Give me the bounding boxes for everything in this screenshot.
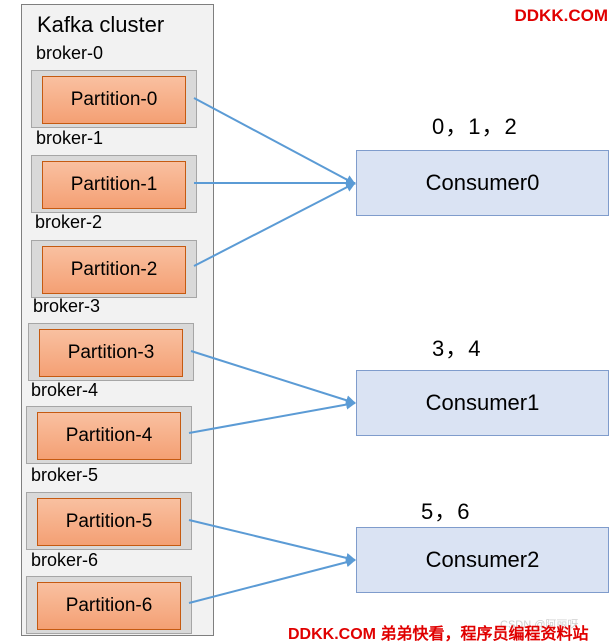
arrow-partition-3-consumer1 bbox=[190, 350, 356, 406]
arrow-partition-5-consumer2 bbox=[188, 519, 356, 563]
partition-3: Partition-3 bbox=[39, 329, 183, 377]
partition-4: Partition-4 bbox=[37, 412, 181, 460]
arrow-partition-6-consumer2 bbox=[188, 557, 356, 604]
cluster-title: Kafka cluster bbox=[37, 12, 165, 37]
broker-label-2: broker-2 bbox=[35, 212, 103, 232]
consumer0-partitions-label: 0，1，2 bbox=[432, 114, 518, 139]
partition-2: Partition-2 bbox=[42, 246, 186, 294]
partition-1: Partition-1 bbox=[42, 161, 186, 209]
partition-6: Partition-6 bbox=[37, 582, 181, 630]
broker-6: Partition-6 bbox=[26, 576, 192, 634]
broker-label-0: broker-0 bbox=[36, 43, 104, 63]
broker-5: Partition-5 bbox=[26, 492, 192, 550]
broker-label-5: broker-5 bbox=[31, 465, 99, 485]
partition-0: Partition-0 bbox=[42, 76, 186, 124]
partition-5: Partition-5 bbox=[37, 498, 181, 546]
consumer0: Consumer0 bbox=[356, 150, 609, 216]
broker-label-6: broker-6 bbox=[31, 550, 99, 570]
arrow-partition-2-consumer0 bbox=[193, 182, 356, 267]
broker-label-4: broker-4 bbox=[31, 380, 99, 400]
broker-label-3: broker-3 bbox=[33, 296, 101, 316]
broker-label-1: broker-1 bbox=[36, 128, 104, 148]
consumer2: Consumer2 bbox=[356, 527, 609, 593]
broker-3: Partition-3 bbox=[28, 323, 194, 381]
consumer1-partitions-label: 3，4 bbox=[432, 336, 482, 361]
broker-2: Partition-2 bbox=[31, 240, 197, 298]
arrow-partition-0-consumer0 bbox=[193, 97, 356, 185]
watermark-bottom: DDKK.COM 弟弟快看，程序员编程资料站 bbox=[288, 626, 589, 643]
broker-1: Partition-1 bbox=[31, 155, 197, 213]
csdn-watermark: CSDN @阿丽呀 bbox=[500, 619, 579, 631]
arrow-partition-4-consumer1 bbox=[188, 399, 356, 434]
consumer1: Consumer1 bbox=[356, 370, 609, 436]
watermark-top: DDKK.COM bbox=[514, 6, 609, 25]
broker-4: Partition-4 bbox=[26, 406, 192, 464]
consumer2-partitions-label: 5，6 bbox=[421, 499, 471, 524]
